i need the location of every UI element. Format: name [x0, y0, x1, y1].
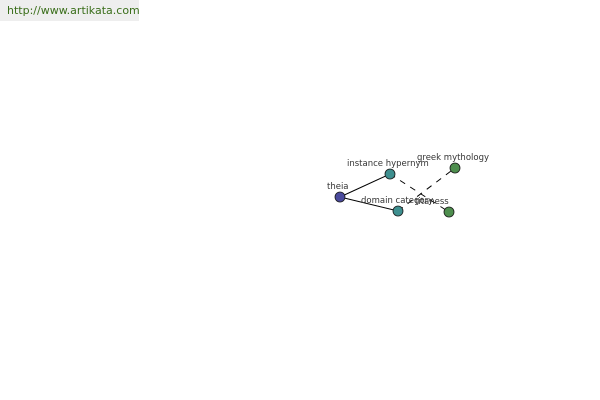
edge-theia-to-domain-category — [339, 196, 399, 212]
node-label-greek-mythology: greek mythology — [417, 153, 489, 163]
node-theia[interactable] — [334, 191, 346, 203]
node-domain-category[interactable] — [392, 205, 404, 217]
source-url-link[interactable]: http://www.artikata.com — [0, 0, 139, 21]
node-titaness[interactable] — [443, 206, 455, 218]
node-label-theia: theia — [327, 182, 349, 192]
node-greek-mythology[interactable] — [449, 162, 461, 174]
labels-layer: theia instance hypernym domain category gre… — [327, 153, 489, 207]
node-label-domain-category: domain category — [361, 196, 433, 206]
nodes-layer — [334, 162, 461, 218]
node-label-instance-hypernym: instance hypernym — [347, 159, 429, 169]
edges-layer — [339, 167, 456, 213]
node-instance-hypernym[interactable] — [384, 168, 396, 180]
edge-theia-to-instance-hypernym — [339, 173, 391, 198]
node-label-titaness: titaness — [415, 197, 449, 207]
